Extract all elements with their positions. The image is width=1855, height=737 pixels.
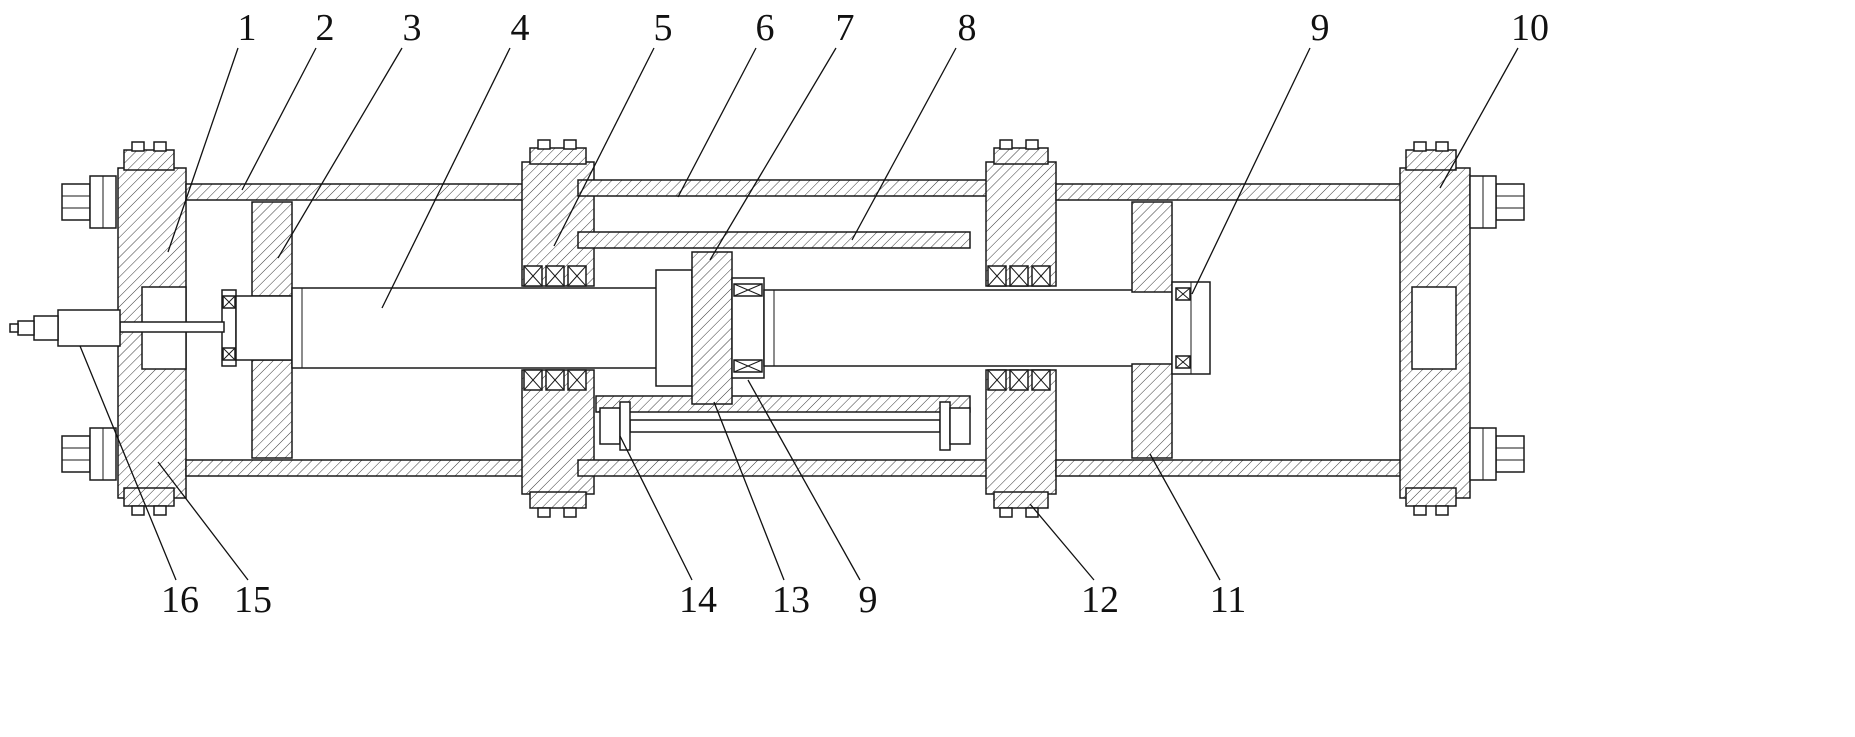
leader-line-16 [79, 345, 177, 581]
callout-label-15: 15 [234, 579, 272, 621]
callout-label-12: 12 [1081, 579, 1119, 621]
leader-line-7 [709, 47, 837, 261]
leader-line-15 [157, 461, 249, 581]
main-piston-rod [291, 287, 661, 369]
central-piston-assembly [655, 251, 765, 405]
leader-line-1 [167, 47, 239, 253]
leader-line-14 [619, 435, 693, 581]
right-cylinder-walls [1055, 183, 1407, 477]
callout-label-5: 5 [654, 7, 673, 49]
callout-label-4: 4 [511, 7, 530, 49]
callout-label-6: 6 [756, 7, 775, 49]
leader-line-5 [553, 47, 655, 247]
leader-line-8 [851, 47, 957, 241]
right-end-cap [1399, 141, 1471, 516]
callout-label-9: 9 [1311, 7, 1330, 49]
leader-line-6 [677, 47, 757, 198]
right-partition [1131, 201, 1173, 459]
coupling-seal [222, 295, 236, 361]
piston-seal [733, 283, 763, 373]
leader-line-12 [1029, 503, 1095, 581]
callout-label-9: 9 [859, 579, 878, 621]
left-cylinder-walls [185, 183, 527, 477]
lower-tie-rod [599, 401, 971, 451]
callout-label-2: 2 [316, 7, 335, 49]
rod-end-gland [1171, 281, 1211, 375]
secondary-rod [763, 289, 1173, 367]
leader-line-4 [381, 47, 511, 309]
callout-label-11: 11 [1210, 579, 1247, 621]
left-piston-partition [251, 201, 293, 459]
left-end-cap [117, 141, 187, 516]
right-support [985, 139, 1057, 518]
callout-label-13: 13 [772, 579, 810, 621]
leader-line-2 [241, 47, 317, 191]
leader-line-11 [1149, 453, 1221, 581]
leader-line-9 [747, 379, 861, 581]
callout-label-7: 7 [836, 7, 855, 49]
rod-coupling [221, 289, 293, 367]
callout-label-14: 14 [679, 579, 717, 621]
callout-label-16: 16 [161, 579, 199, 621]
leader-line-13 [713, 401, 785, 581]
leader-line-9 [1191, 47, 1311, 295]
callout-label-3: 3 [403, 7, 422, 49]
inner-tube [577, 231, 971, 413]
leader-line-3 [277, 47, 403, 259]
right-tie-bolts [1469, 175, 1525, 481]
callout-label-8: 8 [958, 7, 977, 49]
callout-label-10: 10 [1511, 7, 1549, 49]
leader-line-10 [1439, 47, 1519, 189]
injector-fitting [9, 309, 225, 347]
callout-label-1: 1 [238, 7, 257, 49]
